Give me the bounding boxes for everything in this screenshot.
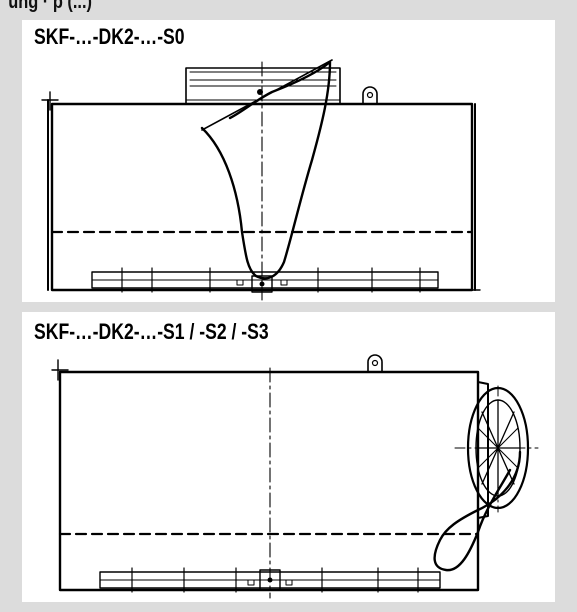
lifting-eye-2 [367,354,383,373]
agitator-arm [433,450,522,572]
drive-bracket-s0 [251,275,273,293]
panel-top [22,20,555,302]
lifting-eye [362,86,378,105]
cropped-header-text: ung · p (...) [8,0,92,13]
drive-bracket-s123 [259,569,281,591]
label-s1-s2-s3: SKF-…-DK2-…-S1 / -S2 / -S3 [34,319,269,344]
housing-s123 [58,370,480,592]
label-s0: SKF-…-DK2-…-S0 [34,24,185,49]
agitator-paddle [200,60,332,280]
panel-bottom [22,312,555,602]
filler-lid [185,67,341,105]
